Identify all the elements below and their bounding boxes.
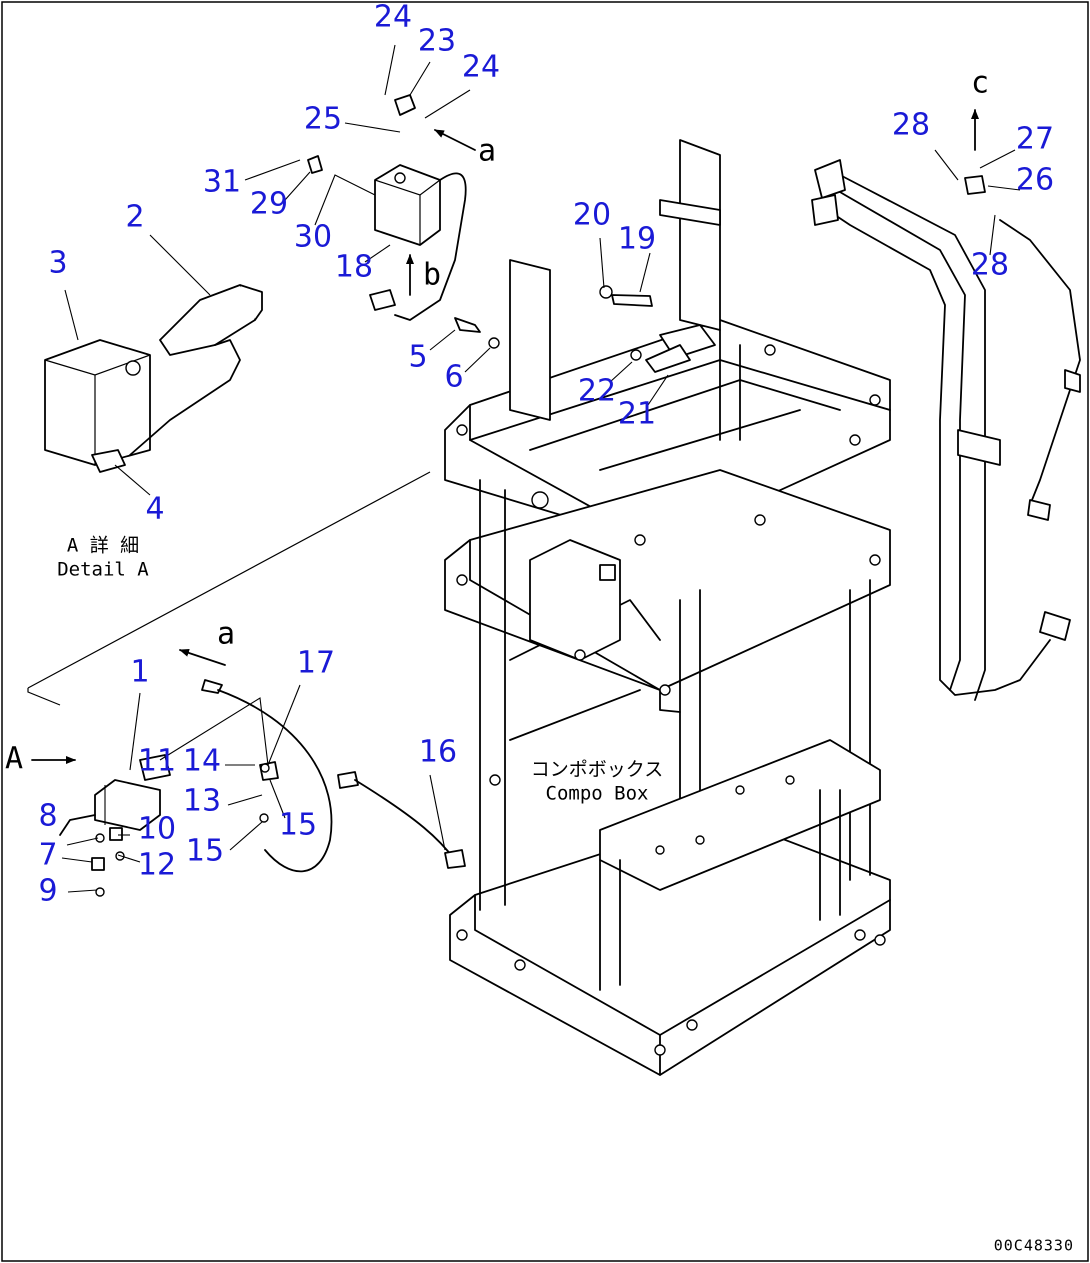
callout-18: 18: [335, 250, 373, 285]
compo-box-frame: [444, 139, 891, 1076]
detail-a-label-jp: A 詳 細: [67, 535, 139, 557]
callout-19: 19: [618, 222, 656, 257]
callout-3: 3: [48, 246, 67, 281]
callout-14: 14: [183, 744, 221, 779]
arrow-letter-a-bottom: a: [217, 617, 235, 652]
callout-28: 28: [971, 248, 1009, 283]
callout-31: 31: [203, 165, 241, 200]
detail-a-label-en: Detail A: [57, 559, 149, 581]
compo-box-label-jp: コンポボックス: [531, 759, 663, 781]
callout-11: 11: [138, 744, 176, 779]
handrail-pipe: [811, 159, 1081, 701]
callout-5: 5: [408, 340, 427, 375]
callout-6: 6: [444, 360, 463, 395]
callout-23: 23: [418, 24, 456, 59]
callout-12: 12: [138, 848, 176, 883]
callout-15: 15: [279, 808, 317, 843]
compo-box-label-en: Compo Box: [546, 783, 649, 805]
callout-2: 2: [125, 200, 144, 235]
callout-7: 7: [38, 838, 57, 873]
callout-29: 29: [250, 187, 288, 222]
callout-28: 28: [892, 108, 930, 143]
valve-18-assembly: [307, 94, 691, 373]
callout-13: 13: [183, 784, 221, 819]
callout-27: 27: [1016, 122, 1054, 157]
callout-15: 15: [186, 834, 224, 869]
callout-16: 16: [419, 735, 457, 770]
callout-17: 17: [297, 646, 335, 681]
detail-a-components: [44, 284, 263, 473]
callout-21: 21: [618, 397, 656, 432]
arrow-letter-a-top: a: [478, 134, 496, 169]
detail-a-outline: [27, 471, 431, 706]
callout-20: 20: [573, 198, 611, 233]
callout-1: 1: [130, 655, 149, 690]
callout-numbers: 24 23 24 25 31 29 30 18 2 3 4 5 6 20 19 …: [38, 0, 1054, 909]
figure-reference: 00C48330: [994, 1237, 1074, 1255]
callout-25: 25: [304, 102, 342, 137]
hose-and-fittings: [59, 679, 466, 897]
callout-8: 8: [38, 799, 57, 834]
callout-10: 10: [138, 812, 176, 847]
callout-4: 4: [145, 492, 164, 527]
arrow-letter-b: b: [423, 258, 441, 293]
direction-arrows: [179, 109, 979, 666]
view-letter-a: A: [5, 742, 23, 777]
leader-lines: [61, 44, 1021, 893]
callout-9: 9: [38, 874, 57, 909]
callout-24: 24: [374, 0, 412, 35]
arrow-letter-c: c: [971, 66, 989, 101]
callout-30: 30: [294, 220, 332, 255]
callout-24: 24: [462, 50, 500, 85]
callout-22: 22: [578, 374, 616, 409]
callout-26: 26: [1016, 163, 1054, 198]
